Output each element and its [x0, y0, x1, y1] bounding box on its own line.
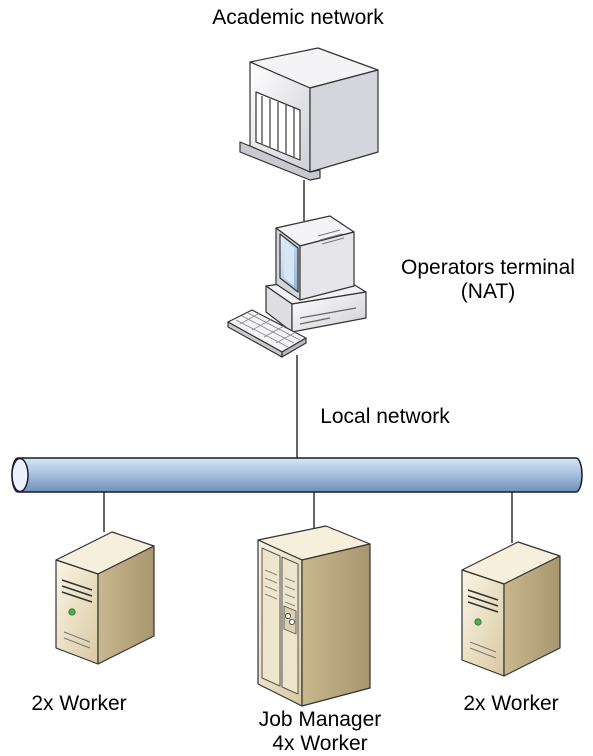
network-bus-icon	[11, 457, 583, 493]
job-manager-line1: Job Manager	[258, 708, 382, 731]
job-manager-line2: 4x Worker	[272, 732, 368, 755]
worker-right-label: 2x Worker	[463, 692, 559, 715]
operators-terminal-line1: Operators terminal	[401, 256, 575, 279]
tower-server-icon	[55, 531, 155, 665]
mainframe-server-icon	[239, 47, 379, 181]
academic-network-label: Academic network	[212, 6, 384, 29]
operators-terminal-label: Operators terminal (NAT)	[388, 256, 588, 304]
rack-server-icon	[257, 525, 371, 707]
job-manager-label: Job Manager 4x Worker	[230, 708, 410, 756]
operators-terminal-line2: (NAT)	[460, 280, 516, 303]
tower-server-icon	[461, 541, 561, 677]
workstation-pc-icon	[227, 215, 367, 358]
connectors	[103, 180, 513, 543]
worker-left-label: 2x Worker	[31, 692, 127, 715]
local-network-label: Local network	[320, 405, 450, 428]
